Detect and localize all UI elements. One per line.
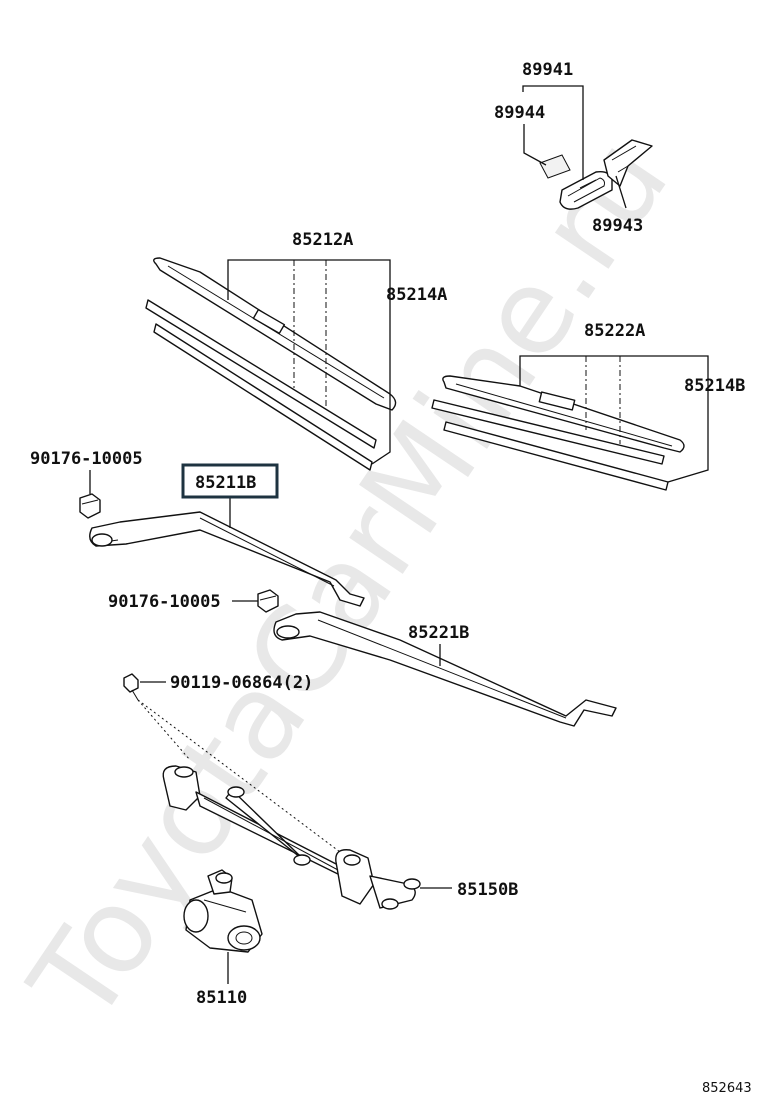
- part-85150B-link: [162, 765, 421, 910]
- diagram-reference-code: 852643: [702, 1081, 752, 1096]
- blade-left-rubber: [145, 299, 377, 449]
- leader-89944: [523, 124, 547, 166]
- watermark: ToyotaCarMine.ru: [3, 114, 694, 1047]
- part-85221B-arm: [273, 611, 617, 727]
- label-85222A[interactable]: 85222A: [584, 321, 645, 341]
- install-line-bolt-b: [137, 699, 341, 853]
- part-89941-cap: [559, 170, 613, 210]
- leader-89941: [522, 85, 584, 180]
- part-bolt-90119: [123, 673, 139, 701]
- label-90119-06864[interactable]: 90119-06864(2): [170, 673, 313, 693]
- install-line-bolt-a: [137, 699, 191, 761]
- blade-right-rubber: [431, 399, 665, 465]
- blade-left-rubber-insert: [153, 323, 373, 471]
- part-89944-pad: [539, 154, 571, 179]
- label-90176-10005-upper[interactable]: 90176-10005: [30, 449, 143, 469]
- part-85110-motor: [183, 869, 263, 953]
- highlight-box-85211B: [181, 463, 279, 499]
- label-85110[interactable]: 85110: [196, 988, 247, 1008]
- part-group-89941: [539, 139, 653, 210]
- part-85211B-arm: [89, 511, 365, 607]
- blade-right-frame: [442, 375, 685, 453]
- label-90176-10005-lower[interactable]: 90176-10005: [108, 592, 221, 612]
- blade-right-center-clip: [538, 391, 576, 411]
- label-85212A[interactable]: 85212A: [292, 230, 353, 250]
- label-89941[interactable]: 89941: [522, 60, 573, 80]
- part-group-85222A: [431, 375, 685, 491]
- blade-left-center-clip: [252, 308, 286, 335]
- label-85214B[interactable]: 85214B: [684, 376, 745, 396]
- part-nut-90176-lower: [257, 589, 279, 613]
- label-85221B[interactable]: 85221B: [408, 623, 469, 643]
- leader-85222A: [519, 355, 709, 483]
- label-85211B[interactable]: 85211B: [195, 473, 256, 493]
- part-group-85212A: [145, 257, 397, 471]
- leader-89943: [615, 175, 627, 209]
- label-85150B[interactable]: 85150B: [457, 880, 518, 900]
- label-89943[interactable]: 89943: [592, 216, 643, 236]
- label-85214A[interactable]: 85214A: [386, 285, 447, 305]
- blade-right-rubber-insert: [443, 421, 669, 491]
- leader-85212A: [227, 259, 391, 465]
- label-89944[interactable]: 89944: [494, 103, 545, 123]
- part-nut-90176-upper: [79, 493, 101, 519]
